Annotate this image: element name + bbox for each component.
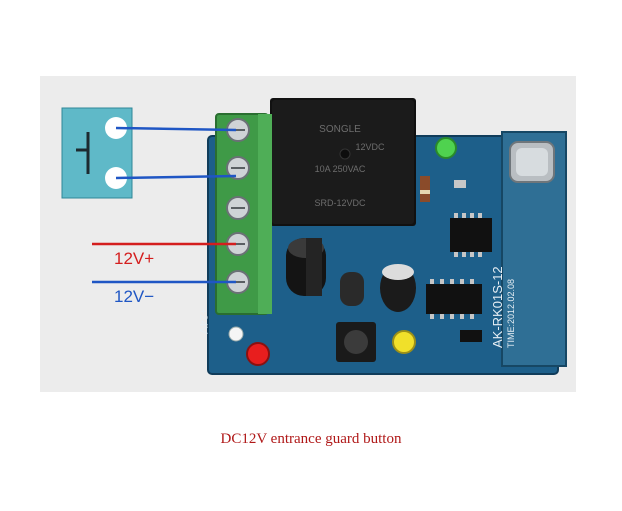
relay-model: SRD-12VDC (314, 198, 366, 208)
led-red (246, 342, 270, 366)
diode (420, 176, 430, 202)
wire-button-1 (115, 126, 237, 132)
mounting-hole (228, 326, 244, 342)
electrolytic-capacitor (286, 238, 326, 296)
terminal-screws (226, 118, 250, 294)
wire-button-2 (115, 174, 237, 180)
transistor (340, 272, 364, 306)
positive-label: 12V+ (114, 249, 154, 268)
board-time-stamp: TIME:2012.02.08 (506, 279, 516, 348)
relay: SONGLE 12VDC 10A 250VAC SRD-12VDC (270, 98, 416, 226)
board-model: AK-RK01S-12 (490, 266, 505, 348)
relay-brand: SONGLE (319, 124, 361, 135)
small-capacitor (380, 264, 416, 312)
figure-caption: DC12V entrance guard button (220, 431, 402, 447)
jumper (460, 330, 482, 342)
terminal-voltage-label: +24V (197, 308, 209, 335)
relay-voltage: 12VDC (355, 142, 385, 152)
smd-component (454, 180, 466, 188)
ic-chip-top (450, 213, 492, 257)
wires (92, 126, 237, 284)
terminal-block (215, 113, 272, 315)
relay-board-diagram: SONGLE 12VDC 10A 250VAC SRD-12VDC +24V (61, 98, 567, 375)
negative-label: 12V− (114, 287, 154, 306)
led-yellow (392, 330, 416, 354)
external-button-box (61, 107, 133, 199)
push-button-icon (76, 132, 90, 174)
ic-chip-bottom (426, 279, 482, 319)
led-green (435, 137, 457, 159)
relay-rating: 10A 250VAC (315, 164, 366, 174)
board-photo: SONGLE 12VDC 10A 250VAC SRD-12VDC +24V (40, 76, 576, 392)
board-push-button (336, 322, 376, 362)
